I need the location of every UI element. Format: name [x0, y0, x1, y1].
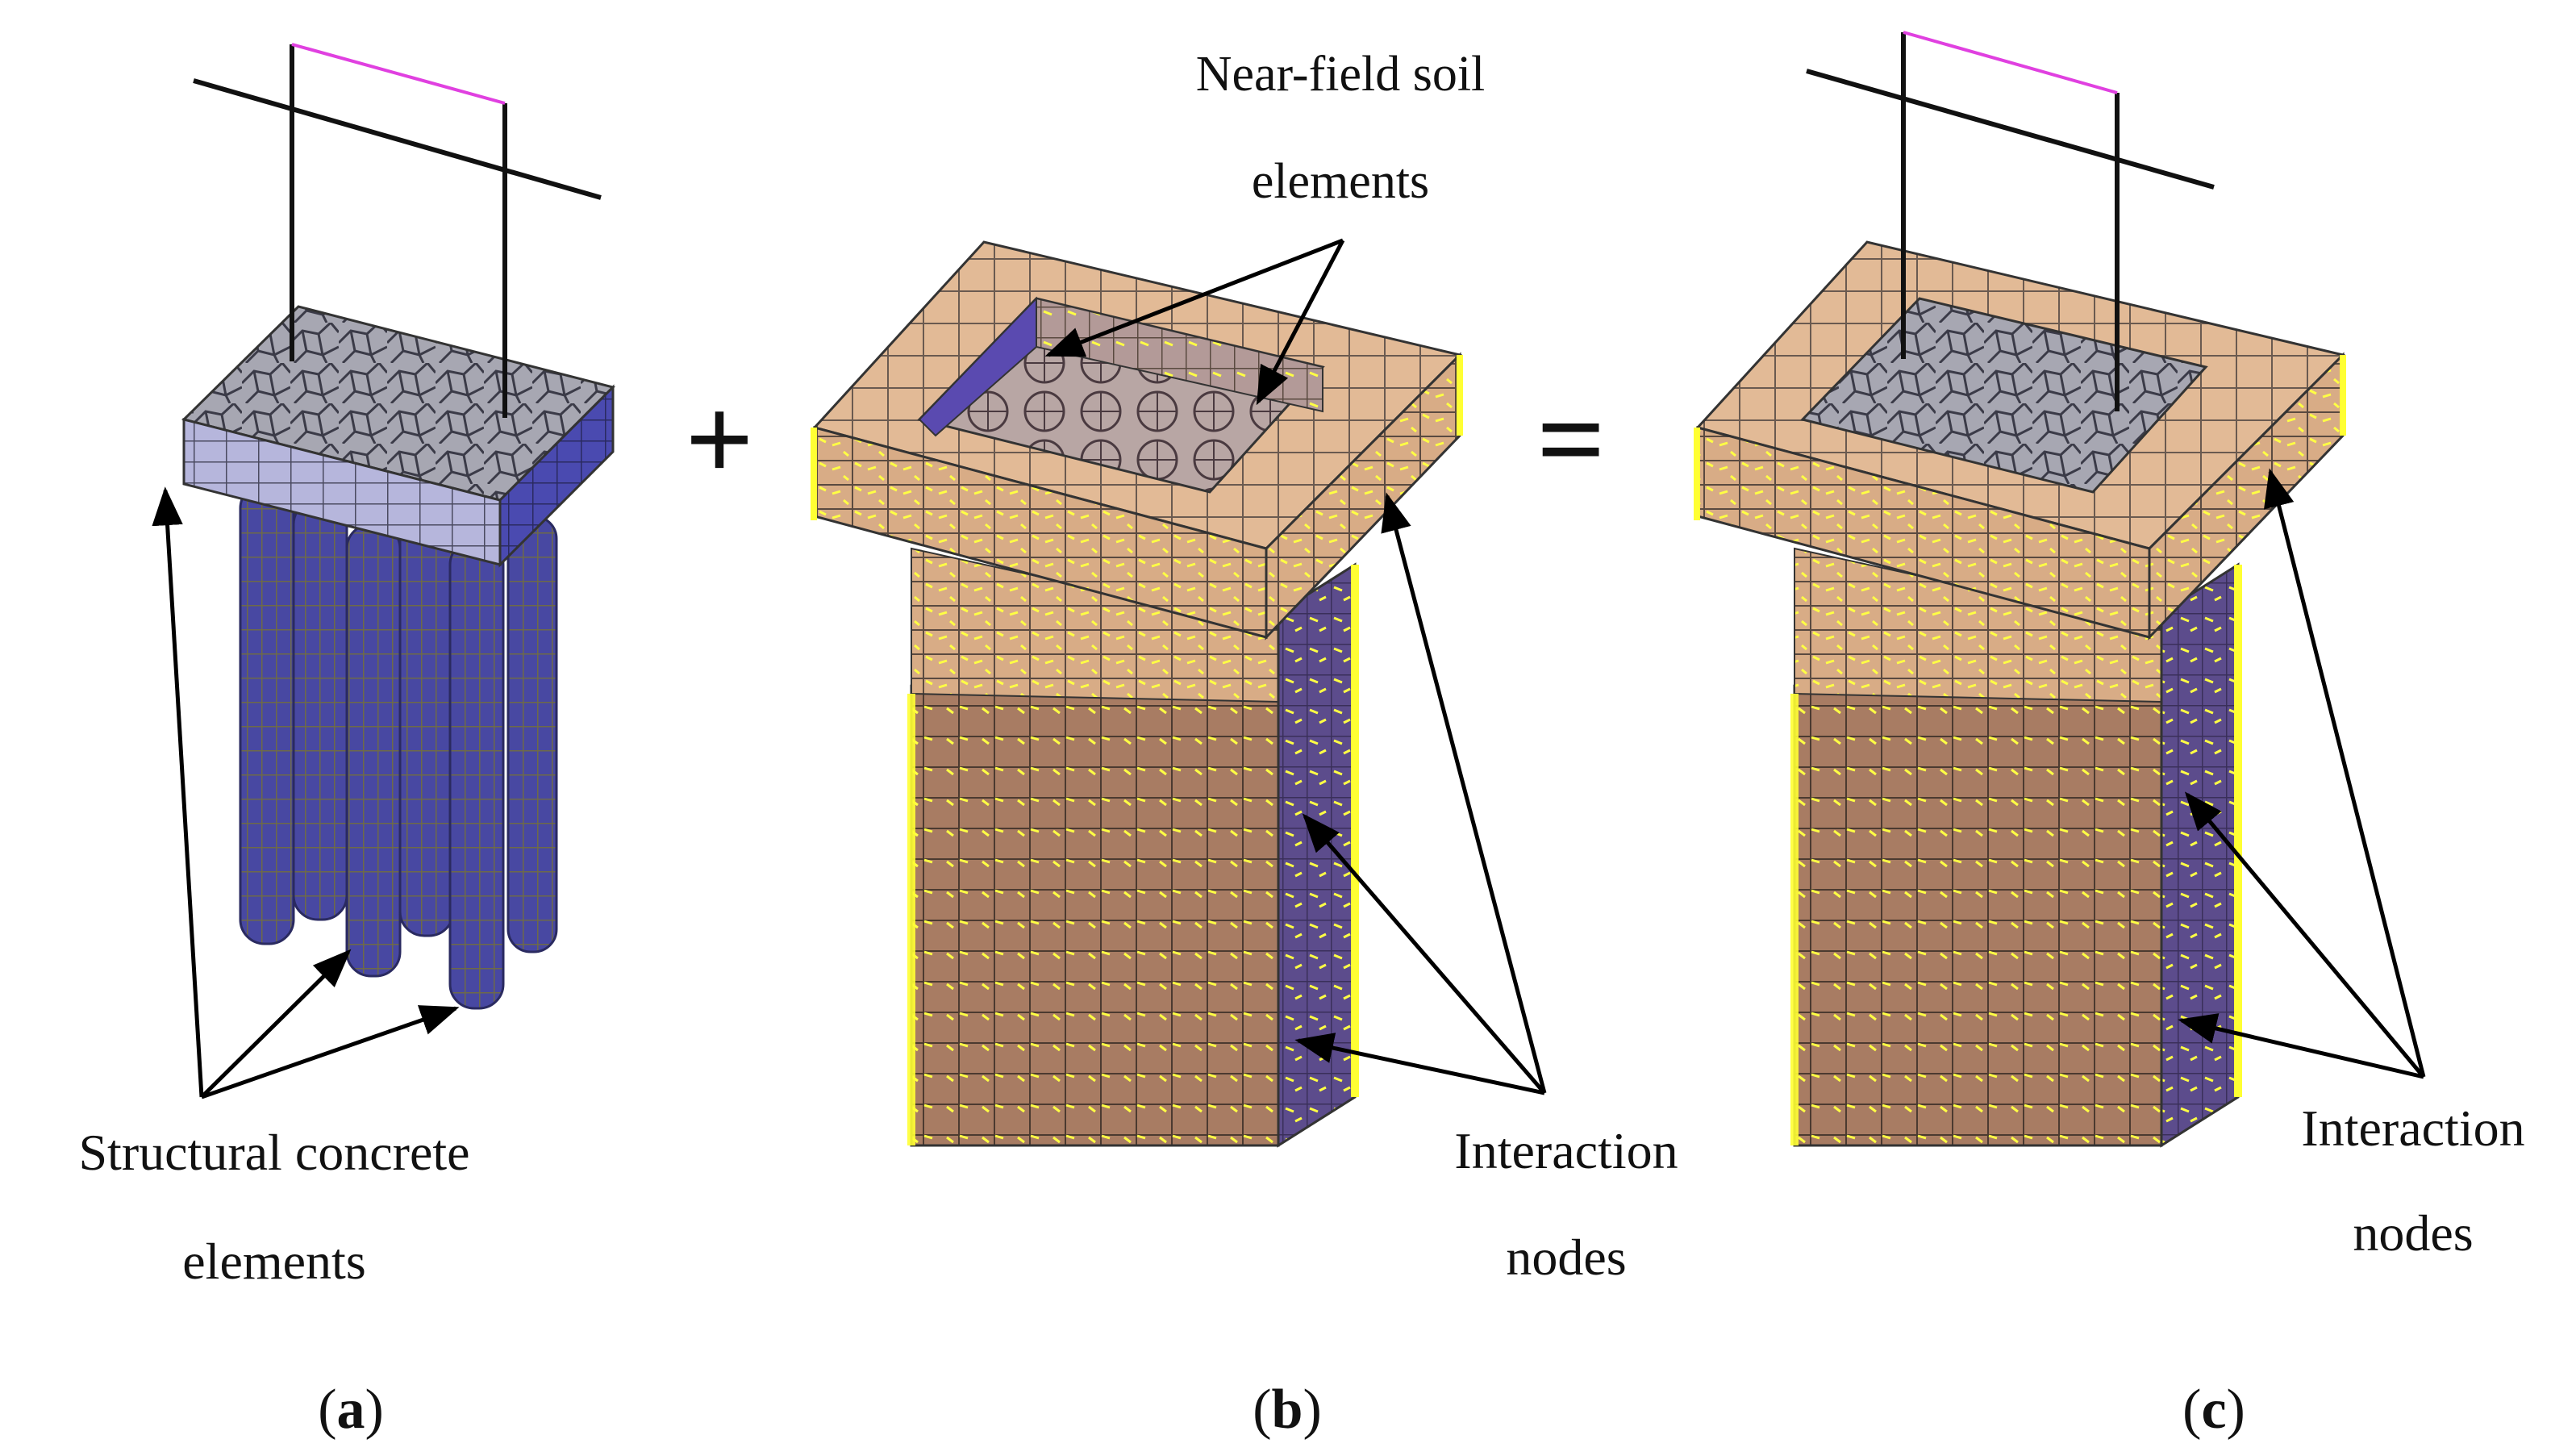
near-field-label-line1: Near-field soil: [1196, 47, 1486, 102]
svg-text:(c): (c): [2182, 1379, 2245, 1441]
svg-text:(b): (b): [1253, 1379, 1322, 1441]
panel-c-combined-model: [1694, 31, 2346, 1148]
interaction-arrows-c: [2178, 468, 2426, 1079]
caption-a: (a): [318, 1379, 384, 1441]
svg-text:(a): (a): [318, 1379, 384, 1441]
interaction-c-label-line1: Interaction: [2301, 1099, 2524, 1157]
equals-operator: =: [1536, 373, 1605, 507]
interaction-b-label-line1: Interaction: [1454, 1122, 1678, 1179]
caption-a-letter: a: [337, 1379, 365, 1441]
caption-c-letter: c: [2201, 1379, 2226, 1441]
near-field-arrows: [1044, 238, 1345, 406]
structural-label-line1: Structural concrete: [78, 1124, 469, 1181]
panel-b-soil-model: [811, 240, 1463, 1148]
caption-c: (c): [2182, 1379, 2245, 1441]
interaction-nodes-c: [1694, 355, 2346, 1145]
caption-b: (b): [1253, 1379, 1322, 1441]
structural-label-line2: elements: [182, 1233, 365, 1290]
interaction-b-label-line2: nodes: [1506, 1229, 1626, 1286]
structural-elements-arrows: [152, 486, 460, 1099]
plus-operator: +: [685, 373, 753, 507]
piles: [239, 482, 558, 1010]
interaction-nodes-b: [811, 355, 1463, 1145]
interaction-arrows-b: [1294, 492, 1547, 1095]
caption-b-letter: b: [1272, 1379, 1303, 1441]
interaction-c-label-line2: nodes: [2353, 1204, 2473, 1262]
near-field-label-line2: elements: [1252, 154, 1429, 209]
panel-a-structural-model: [181, 43, 615, 1010]
